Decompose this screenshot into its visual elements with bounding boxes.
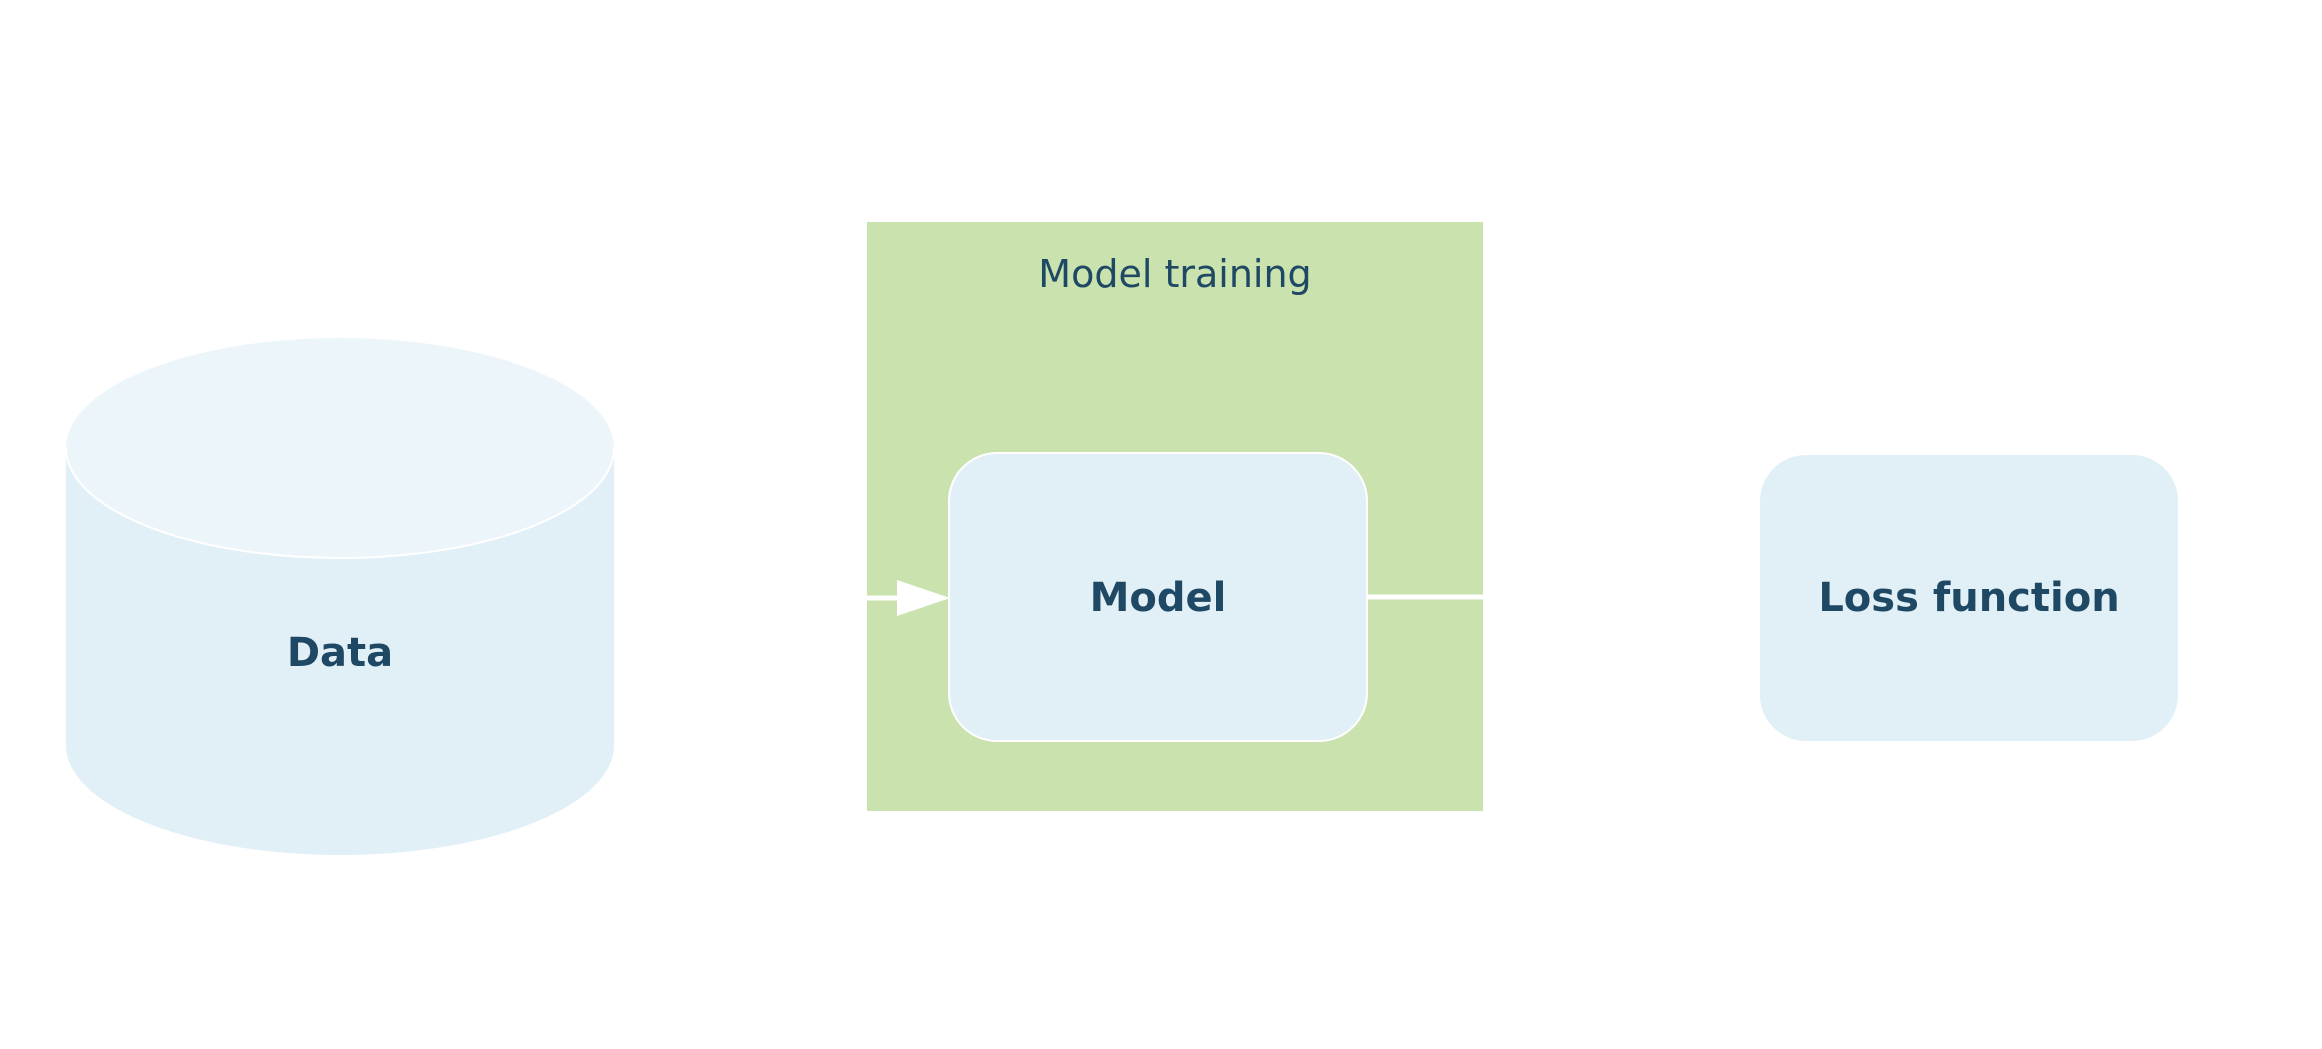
loss-function-node: Loss function: [1760, 455, 2178, 741]
model-node: Model: [948, 452, 1368, 742]
model-training-group: Model training Model: [867, 222, 1483, 811]
group-title: Model training: [1038, 252, 1311, 296]
data-label: Data: [287, 630, 393, 676]
input-arrowhead: [897, 580, 950, 616]
data-node: Data: [65, 338, 615, 855]
model-label: Model: [1090, 575, 1227, 621]
model-box: [948, 452, 1368, 742]
data-cylinder-body: [66, 448, 614, 855]
loss-function-box: [1760, 455, 2178, 741]
data-cylinder-rim: [65, 447, 615, 559]
loss-function-label: Loss function: [1818, 575, 2119, 621]
data-cylinder-top: [66, 338, 614, 558]
